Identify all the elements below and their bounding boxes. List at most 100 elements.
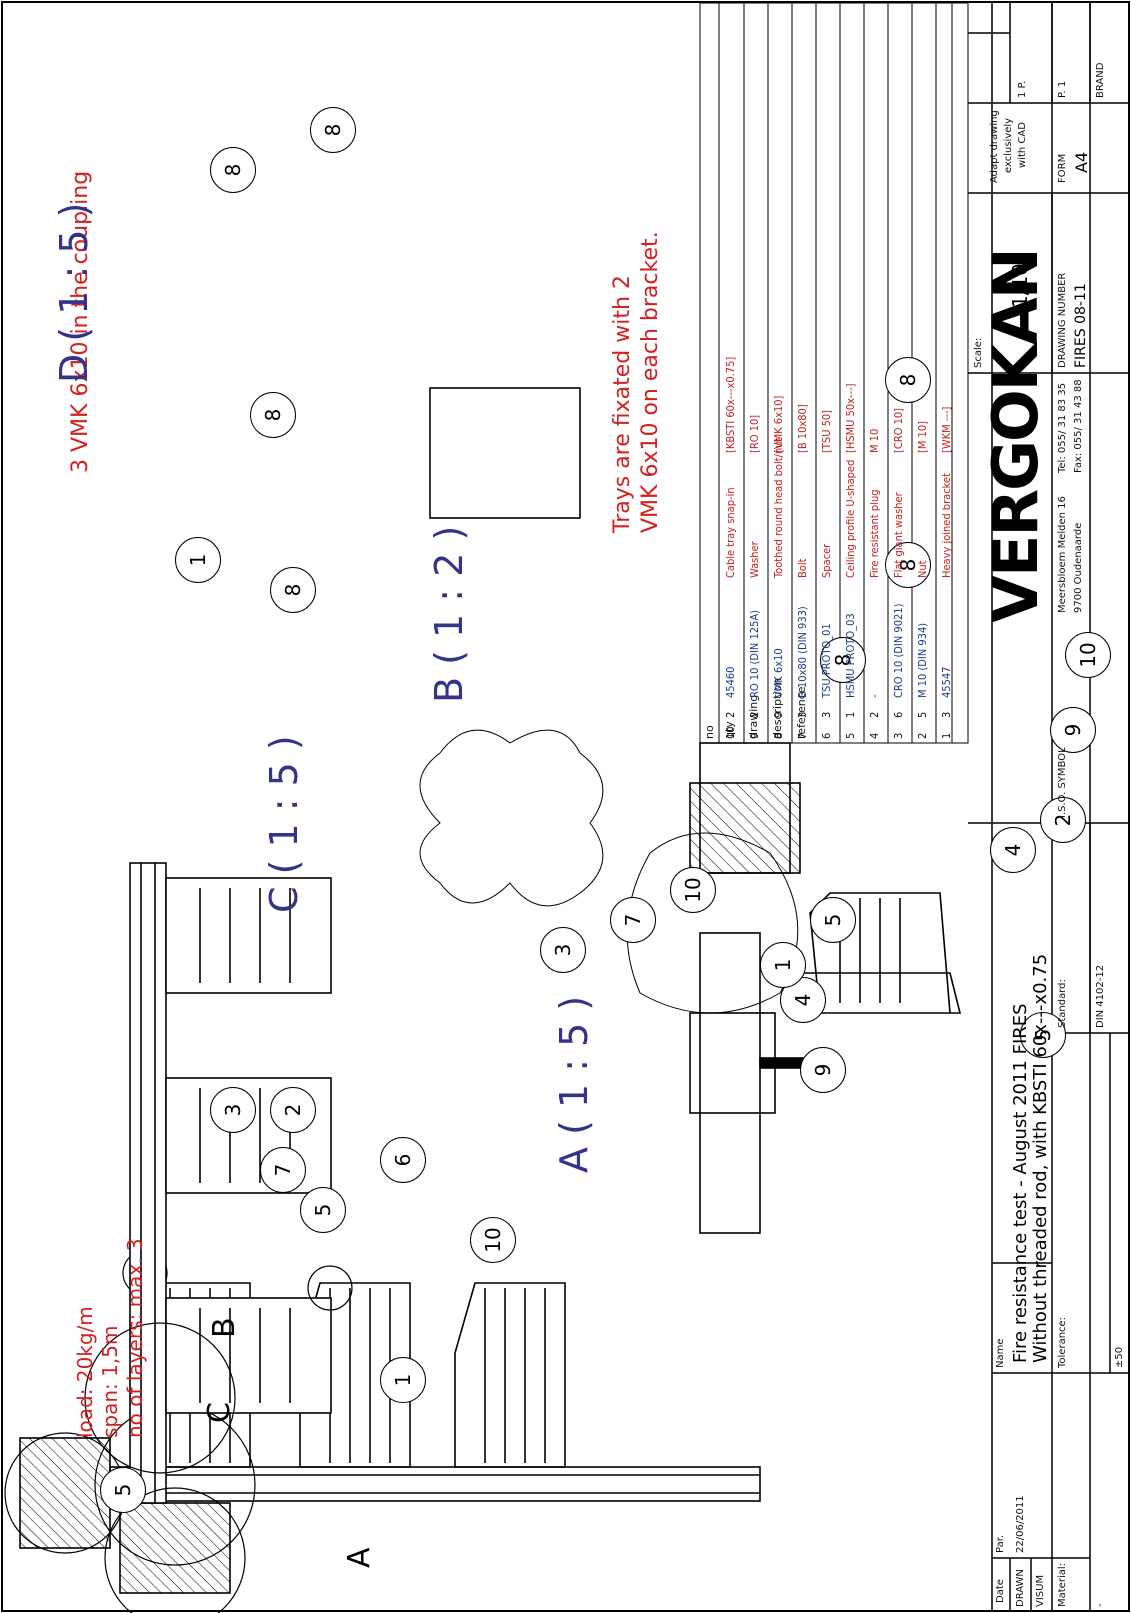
address-line1: Meersbloem Melden 16 (1057, 496, 1068, 613)
view-c-label: C ( 1 : 5 ) (262, 735, 306, 913)
tolerance-label: Tolerance: (1057, 1316, 1068, 1368)
balloon-5: 5 (100, 1467, 146, 1513)
drawn-label: DRAWN (1015, 1569, 1026, 1607)
detail-b-marker: B (207, 1317, 242, 1338)
balloon-6: 6 (380, 1137, 426, 1183)
drawing-number: FIRES 08-11 (1073, 283, 1089, 368)
table-cell-qty: 2 (868, 711, 881, 718)
table-cell-reference: [HSMU 50x---] (844, 383, 857, 453)
fax: Fax: 055/ 31 43 88 (1073, 379, 1084, 473)
table-cell-reference: [CRO 10] (892, 407, 905, 453)
balloon-7: 7 (610, 897, 656, 943)
table-cell-no: 7 (796, 732, 809, 739)
table-cell-reference: M 10 (868, 428, 881, 453)
material-label: Material: (1057, 1563, 1068, 1607)
table-cell-qty: 6 (892, 711, 905, 718)
standard-label: Standard: (1057, 979, 1068, 1028)
visum-label: VISUM (1035, 1574, 1046, 1607)
parts-table-lines (699, 2, 969, 744)
table-cell-drawing: 45460 (724, 666, 737, 698)
page-value: 1 P. (1017, 80, 1028, 98)
title-block-lines (968, 3, 1128, 1610)
table-cell-description: Ceiling profile U-shaped (844, 459, 857, 578)
page-label: P. 1 (1057, 80, 1068, 98)
view-a-label: A ( 1 : 5 ) (552, 995, 596, 1173)
form-value: A4 (1072, 151, 1091, 173)
balloon-5: 5 (300, 1187, 346, 1233)
balloon-3: 3 (540, 927, 586, 973)
table-cell-qty: 9 (772, 711, 785, 718)
tel: Tel: 055/ 31 83 35 (1057, 382, 1068, 473)
balloon-1: 1 (760, 942, 806, 988)
table-cell-reference: [B 10x80] (796, 404, 809, 453)
balloon-7: 7 (260, 1147, 306, 1193)
scale-label: Scale: (973, 337, 984, 368)
table-cell-drawing: - (868, 694, 881, 698)
table-cell-no: 10 (724, 726, 737, 739)
table-cell-reference: [KBSTI 60x---x0.75] (724, 356, 737, 453)
table-cell-drawing: CRO 10 (DIN 9021) (892, 603, 905, 698)
form-label: FORM (1057, 153, 1068, 183)
brand-label: BRAND (1095, 62, 1106, 98)
table-cell-no: 5 (844, 732, 857, 739)
name-label: Name (995, 1338, 1006, 1368)
standard-value: DIN 4102-12 (1095, 964, 1106, 1028)
balloon-5: 5 (810, 897, 856, 943)
table-cell-description: Bolt (796, 558, 809, 578)
table-cell-qty: 2 (724, 711, 737, 718)
table-cell-no: 9 (748, 732, 761, 739)
balloon-3: 3 (210, 1087, 256, 1133)
tolerance-value: ±50 (1114, 1346, 1125, 1368)
table-cell-drawing: B 10x80 (DIN 933) (796, 606, 809, 698)
table-cell-description: Heavy joined bracket (940, 473, 953, 578)
table-cell-description: Cable tray snap-in (724, 487, 737, 578)
cad-note-line3: with CAD (1017, 122, 1028, 168)
view-b-label: B ( 1 : 2 ) (427, 525, 471, 703)
trays-note-line2: VMK 6x10 on each bracket. (638, 231, 663, 533)
table-cell-reference: [M 10] (916, 421, 929, 453)
table-cell-description: Nut (916, 560, 929, 578)
detail-c-marker: C (202, 1402, 237, 1423)
table-cell-no: 3 (892, 732, 905, 739)
par-label: Par. (995, 1534, 1006, 1553)
balloon-10: 10 (670, 867, 716, 913)
table-cell-qty: 2 (748, 711, 761, 718)
material-value: - (1095, 1603, 1106, 1607)
table-cell-drawing: HSMU PROTO_03 (844, 613, 857, 698)
table-cell-no: 6 (820, 732, 833, 739)
address-line2: 9700 Oudenaarde (1073, 522, 1084, 613)
balloon-2: 2 (270, 1087, 316, 1133)
table-cell-drawing: M 10 (DIN 934) (916, 622, 929, 698)
balloon-1: 1 (380, 1357, 426, 1403)
balloon-10: 10 (1065, 632, 1111, 678)
table-cell-description: Toothed round head bolt/nut (772, 437, 785, 578)
drawing-title-line2: Without threaded rod, with KBSTI 60x---x… (1030, 953, 1051, 1363)
table-cell-description: Flat giant washer (892, 492, 905, 578)
table-cell-reference: [WKM ---] (940, 406, 953, 453)
main-assembly (84, 862, 353, 1613)
span-note: span: 1,5m (98, 1325, 122, 1438)
iso-symbol-label: I.S.O. SYMBOL (1057, 747, 1068, 818)
view-c-plate (419, 387, 604, 907)
load-note: load: 20kg/m (73, 1306, 97, 1438)
scale-value: 1/10 (1008, 263, 1032, 308)
view-d-label: D ( 1 : 5 ) (52, 202, 96, 383)
balloon-10: 10 (470, 1217, 516, 1263)
balloon-8: 8 (885, 357, 931, 403)
trays-note-line1: Trays are fixated with 2 (610, 275, 635, 533)
table-cell-reference: [TSU 50] (820, 409, 833, 453)
table-cell-qty: 1 (844, 711, 857, 718)
balloon-8: 8 (210, 147, 256, 193)
table-cell-no: 1 (940, 732, 953, 739)
table-cell-drawing: VMK 6x10 (772, 648, 785, 698)
cad-note-line1: Adapt drawing (989, 110, 1000, 183)
balloon-4: 4 (990, 827, 1036, 873)
drawing-number-label: DRAWING NUMBER (1057, 272, 1068, 368)
balloon-8: 8 (270, 567, 316, 613)
table-cell-reference: [VMK 6x10] (772, 395, 785, 453)
table-cell-no: 4 (868, 732, 881, 739)
